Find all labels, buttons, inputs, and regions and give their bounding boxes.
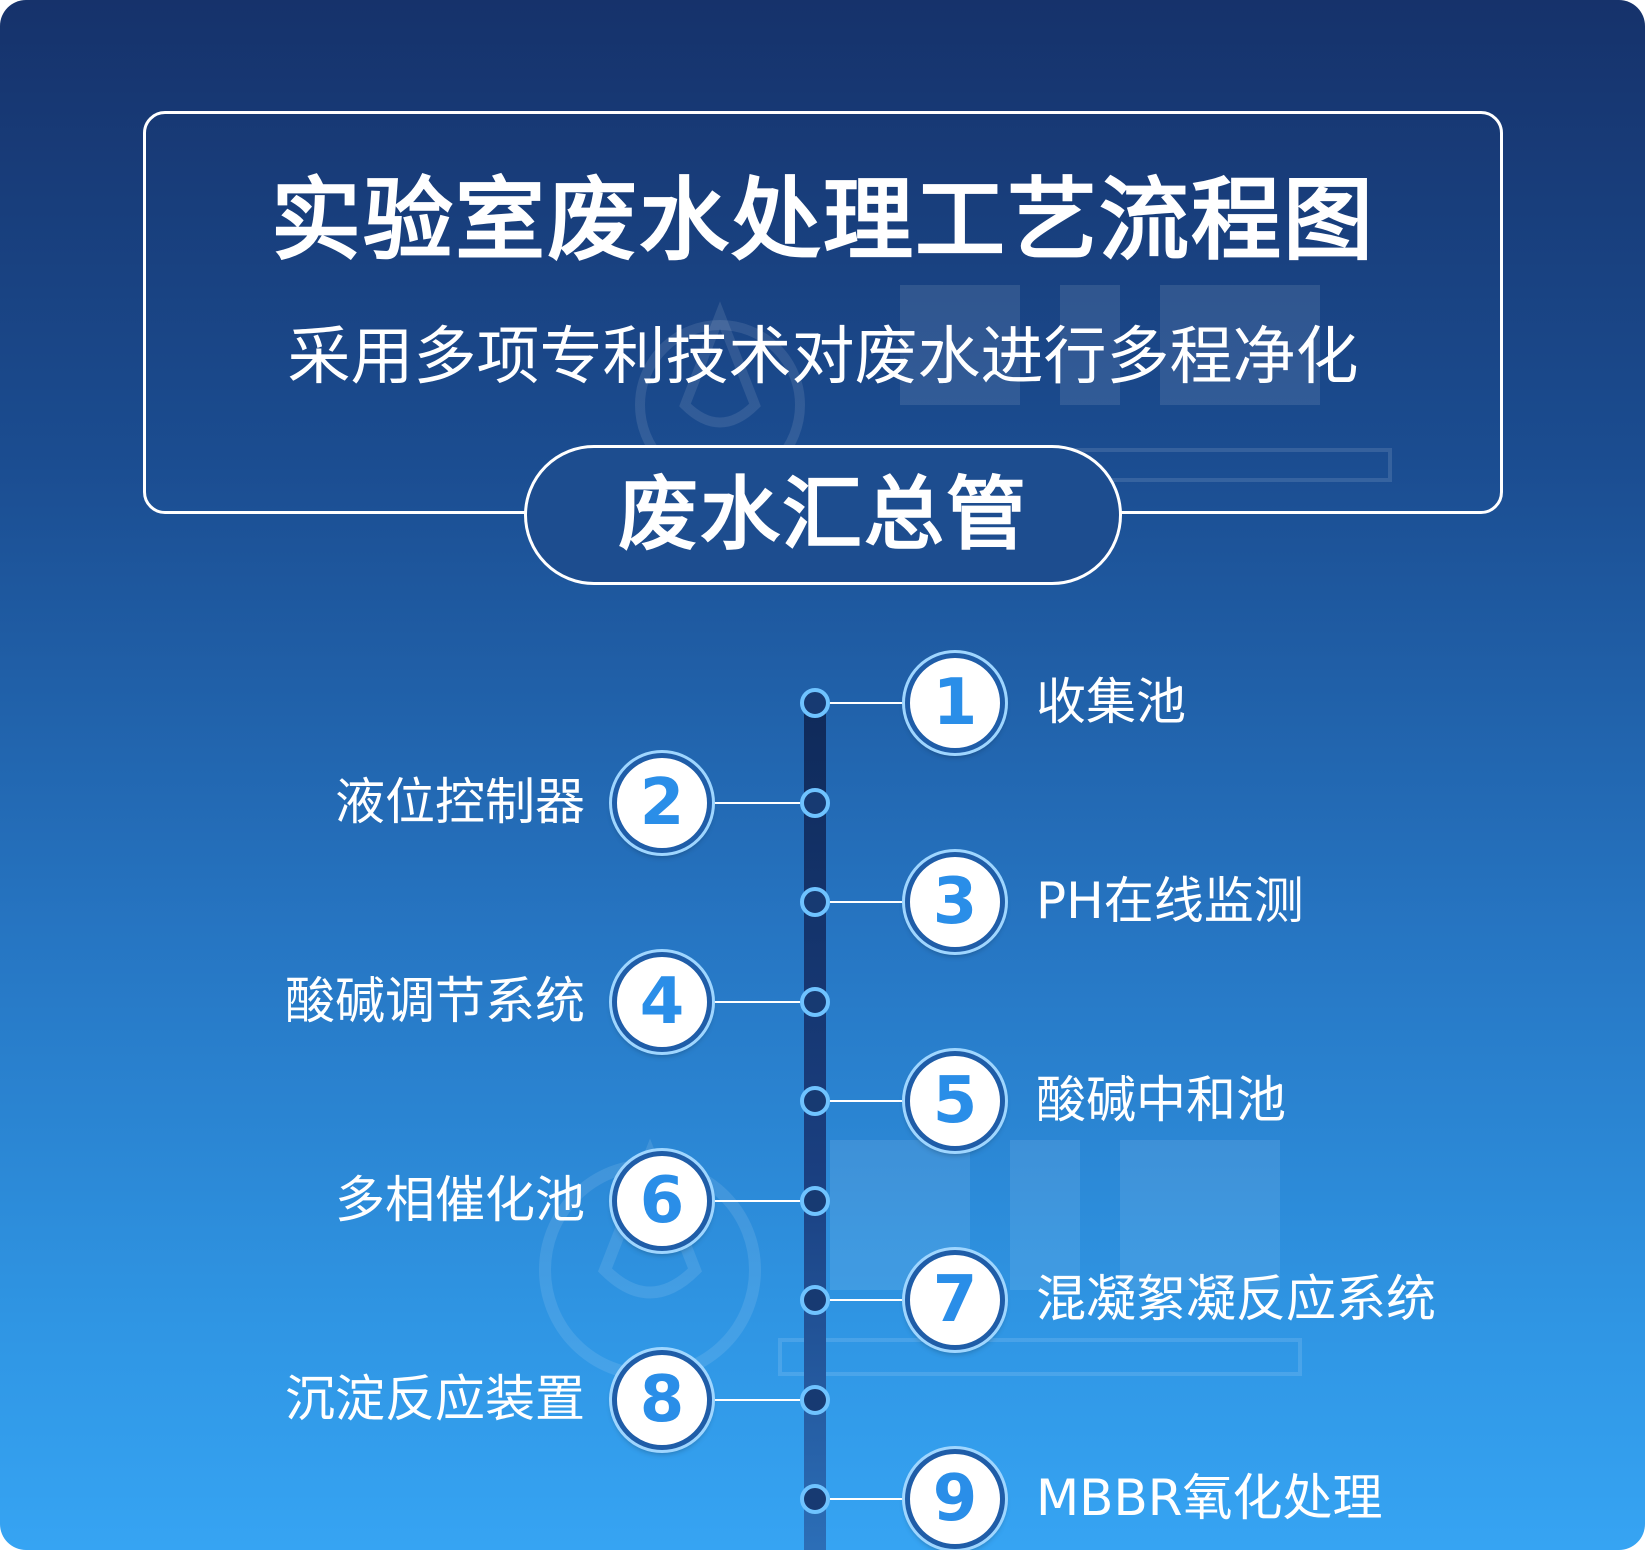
connector-line xyxy=(830,702,905,704)
flow-step: 6 多相催化池 xyxy=(0,1150,1645,1251)
step-label: 沉淀反应装置 xyxy=(285,1369,585,1428)
flow-step: 5 酸碱中和池 xyxy=(0,1051,1645,1151)
flow-step: 3 PH在线监测 xyxy=(0,852,1645,952)
page-subtitle: 采用多项专利技术对废水进行多程净化 xyxy=(287,320,1359,393)
flow-step: 4 酸碱调节系统 xyxy=(0,951,1645,1052)
spine-node xyxy=(800,1185,830,1216)
connector-line xyxy=(830,901,905,903)
step-number-badge: 2 xyxy=(612,752,712,853)
step-label: 酸碱中和池 xyxy=(1036,1071,1286,1129)
flow-step: 8 沉淀反应装置 xyxy=(0,1349,1645,1450)
step-number-badge: 8 xyxy=(612,1349,712,1450)
spine-node xyxy=(800,887,830,917)
step-label: 液位控制器 xyxy=(335,772,585,831)
spine-node xyxy=(800,986,830,1017)
step-label: 多相催化池 xyxy=(335,1170,585,1229)
connector-line xyxy=(708,1000,800,1003)
step-label: 收集池 xyxy=(1036,673,1186,731)
step-number-badge: 5 xyxy=(905,1051,1005,1151)
page-title: 实验室废水处理工艺流程图 xyxy=(271,168,1375,273)
connector-line xyxy=(708,801,800,804)
connector-line xyxy=(830,1100,905,1102)
spine-node xyxy=(800,787,830,818)
step-number-badge: 6 xyxy=(612,1150,712,1251)
step-number-badge: 1 xyxy=(905,653,1005,753)
pill-label: 废水汇总管 xyxy=(618,468,1028,561)
step-label: 酸碱调节系统 xyxy=(285,971,585,1030)
spine-node xyxy=(800,1285,830,1315)
flow-step: 9 MBBR氧化处理 xyxy=(0,1449,1645,1549)
spine-node xyxy=(800,688,830,718)
flow-step: 2 液位控制器 xyxy=(0,752,1645,853)
connector-line xyxy=(708,1199,800,1202)
connector-line xyxy=(708,1398,800,1401)
spine-node xyxy=(800,1484,830,1514)
step-label: MBBR氧化处理 xyxy=(1036,1469,1383,1527)
connector-line xyxy=(830,1498,905,1500)
flow-step: 7 混凝絮凝反应系统 xyxy=(0,1250,1645,1350)
spine-node xyxy=(800,1086,830,1116)
step-label: PH在线监测 xyxy=(1036,872,1304,930)
flow-step: 1 收集池 xyxy=(0,653,1645,753)
connector-line xyxy=(830,1299,905,1301)
step-number-badge: 3 xyxy=(905,852,1005,952)
step-number-badge: 9 xyxy=(905,1449,1005,1549)
step-number-badge: 4 xyxy=(612,951,712,1052)
spine-node xyxy=(800,1384,830,1415)
wastewater-main-pipe-pill: 废水汇总管 xyxy=(524,445,1122,585)
step-number-badge: 7 xyxy=(905,1250,1005,1350)
step-label: 混凝絮凝反应系统 xyxy=(1036,1270,1436,1328)
